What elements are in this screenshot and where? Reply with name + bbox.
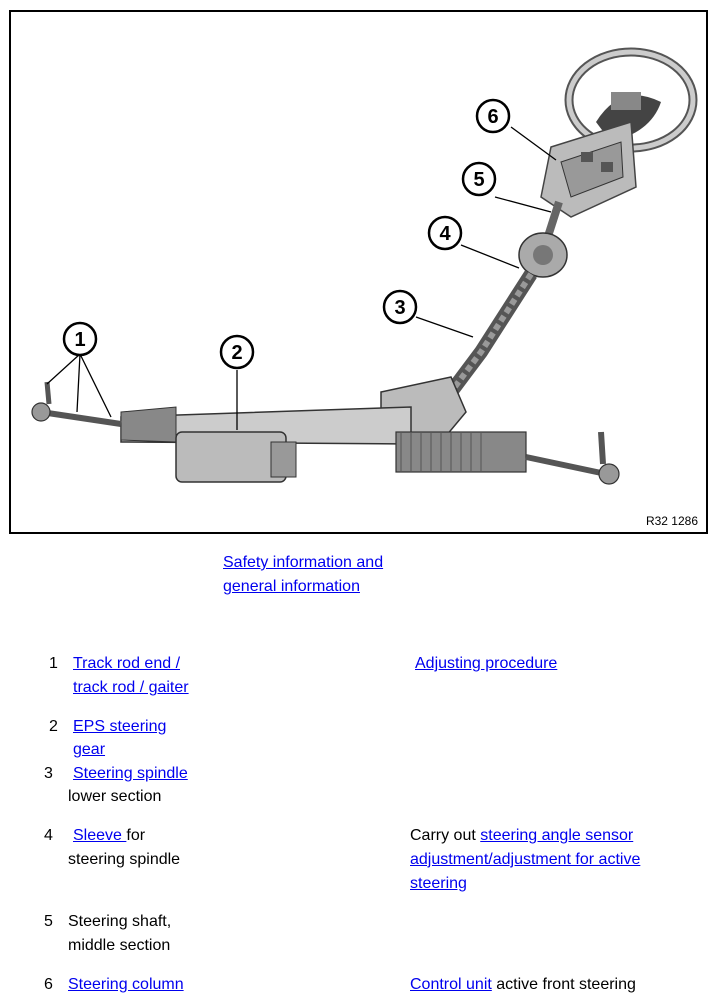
track-rod-gaiter-link[interactable]: track rod / gaiter	[73, 679, 189, 696]
steering-column-link[interactable]: Steering column	[68, 976, 184, 993]
action-line: Control unit active front steering	[410, 973, 636, 997]
eps-steering-gear-link-line2[interactable]: gear	[73, 741, 106, 758]
steering-spindle-link[interactable]: Steering spindle	[73, 765, 188, 782]
track-rod-right	[525, 454, 607, 477]
item-number: 5	[44, 913, 53, 930]
item-number: 4	[44, 827, 53, 844]
item-number: 6	[44, 976, 53, 993]
callout-1: 1	[74, 329, 85, 351]
callout-3: 3	[394, 297, 405, 319]
steering-angle-sensor-link-line1[interactable]: steering angle sensor	[480, 827, 634, 844]
item-number: 1	[49, 655, 58, 672]
leader-lines	[46, 126, 557, 430]
track-rod-end-link[interactable]: Track rod end /	[73, 655, 181, 672]
sleeve-link[interactable]: Sleeve	[73, 827, 127, 844]
callout-6: 6	[487, 106, 498, 128]
item-number: 3	[44, 765, 53, 782]
item-description: lower section	[68, 788, 162, 805]
adjusting-procedure-link[interactable]: Adjusting procedure	[415, 655, 558, 672]
action-prefix: Carry out	[410, 827, 481, 844]
item-description: middle section	[68, 937, 171, 954]
track-rod-left	[40, 409, 122, 427]
item-number: 2	[49, 718, 58, 735]
figure-reference: R32 1286	[645, 514, 698, 528]
steering-column-part	[540, 121, 637, 218]
eps-steering-gear-link-line1[interactable]: EPS steering	[73, 718, 167, 735]
item-description: Steering shaft,	[68, 913, 172, 930]
steering-angle-sensor-link-line2[interactable]: adjustment/adjustment for active	[410, 851, 641, 868]
callout-4: 4	[439, 223, 451, 245]
callout-markers: 1 2 3 4 5 6	[62, 98, 511, 370]
callout-2: 2	[231, 342, 242, 364]
safety-info-link-line2[interactable]: general information	[223, 578, 360, 595]
callout-5: 5	[473, 169, 484, 191]
steering-rack	[120, 406, 527, 483]
item-description: steering spindle	[68, 851, 181, 868]
item-description: for	[126, 827, 146, 844]
sleeve-line: Sleeve for	[73, 824, 145, 848]
steering-angle-sensor-link-line3[interactable]: steering	[410, 875, 467, 892]
steering-system-illustration: 1 2 3 4 5 6 R32 1286	[9, 10, 708, 534]
control-unit-link[interactable]: Control unit	[410, 976, 492, 993]
action-line: Carry out steering angle sensor	[410, 824, 633, 848]
action-suffix: active front steering	[491, 976, 636, 993]
steering-diagram: 1 2 3 4 5 6	[31, 47, 698, 485]
safety-info-link-line1[interactable]: Safety information and	[223, 554, 384, 571]
